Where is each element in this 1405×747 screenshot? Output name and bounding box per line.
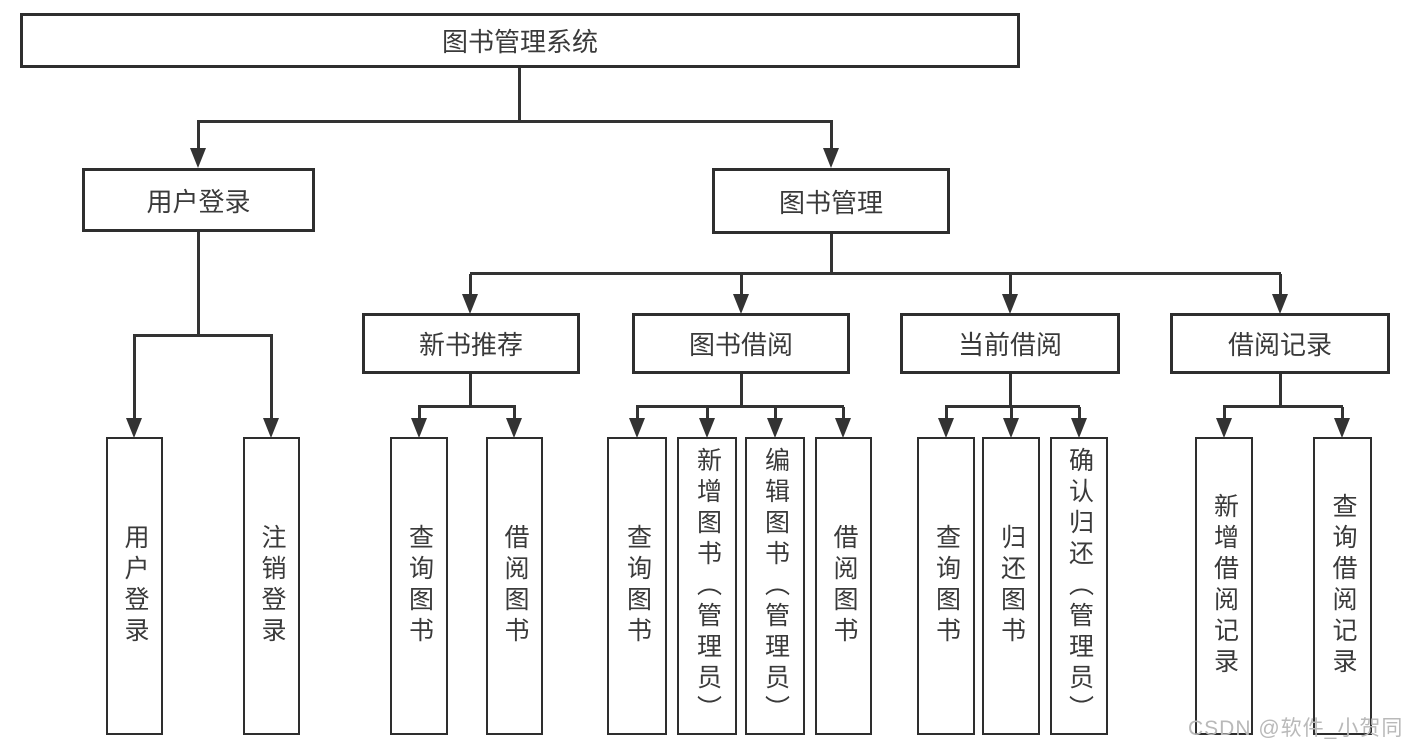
leaf-logout-login-label: 注销登录 xyxy=(258,524,286,648)
connector-root-hbar xyxy=(197,120,833,123)
arrowhead-cb-query xyxy=(938,418,954,438)
arrowhead-new-book xyxy=(462,294,478,314)
arrowhead-nb-query xyxy=(411,418,427,438)
arrowhead-bb-query xyxy=(629,418,645,438)
connector-drop-leaf-user-login xyxy=(133,336,136,418)
leaf-borrow-books-borrowing: 借阅图书 xyxy=(815,437,872,735)
leaf-add-borrow-record-label: 新增借阅记录 xyxy=(1210,493,1239,679)
node-root-label: 图书管理系统 xyxy=(441,27,598,57)
arrowhead-bb-borrow xyxy=(835,418,851,438)
node-user-login-label: 用户登录 xyxy=(146,186,251,217)
arrowhead-cb-return xyxy=(1003,418,1019,438)
connector-drop-leaf-logout xyxy=(270,336,273,418)
leaf-return-books-label: 归还图书 xyxy=(997,524,1026,648)
connector-records-hbar xyxy=(1223,405,1343,408)
connector-drop-rec-add xyxy=(1223,407,1226,420)
node-root: 图书管理系统 xyxy=(20,13,1020,68)
node-borrowing-records: 借阅记录 xyxy=(1170,313,1390,374)
connector-drop-new-book xyxy=(469,274,472,296)
leaf-borrow-books-recommend-label: 借阅图书 xyxy=(501,524,529,648)
connector-newbook-stem xyxy=(469,374,472,407)
connector-drop-current-borrow xyxy=(1009,274,1012,296)
node-borrowing-records-label: 借阅记录 xyxy=(1227,330,1332,360)
arrowhead-book-borrow xyxy=(733,294,749,314)
arrowhead-rec-query xyxy=(1334,418,1350,438)
leaf-query-borrow-record-label: 查询借阅记录 xyxy=(1329,493,1357,679)
leaf-edit-books-admin: 编辑图书（管理员） xyxy=(745,437,805,735)
leaf-add-borrow-record: 新增借阅记录 xyxy=(1195,437,1253,735)
leaf-confirm-return-admin-label: 确认归还（管理员） xyxy=(1065,446,1094,726)
arrowhead-leaf-logout xyxy=(263,418,279,438)
arrowhead-book-management xyxy=(823,148,839,168)
connector-drop-borrow-records xyxy=(1279,274,1282,296)
connector-drop-user-login xyxy=(197,122,200,150)
connector-bookborrow-hbar xyxy=(636,405,844,408)
connector-drop-book-management xyxy=(830,122,833,150)
arrowhead-user-login xyxy=(190,148,206,168)
node-user-login: 用户登录 xyxy=(82,168,315,232)
leaf-query-borrow-record: 查询借阅记录 xyxy=(1313,437,1372,735)
leaf-return-books: 归还图书 xyxy=(982,437,1040,735)
leaf-query-books-recommend-label: 查询图书 xyxy=(405,524,434,648)
arrowhead-bb-edit xyxy=(767,418,783,438)
leaf-add-books-admin: 新增图书（管理员） xyxy=(677,437,737,735)
connector-drop-bb-edit xyxy=(774,407,777,420)
arrowhead-leaf-user-login xyxy=(126,418,142,438)
node-book-management-label: 图书管理 xyxy=(778,187,883,218)
connector-bookmgmt-stem xyxy=(830,234,833,274)
node-book-borrowing: 图书借阅 xyxy=(632,313,850,374)
connector-drop-cb-query xyxy=(945,407,948,420)
connector-root-stem xyxy=(518,68,521,122)
connector-drop-cb-return xyxy=(1010,407,1013,420)
connector-userlogin-stem xyxy=(197,232,200,336)
node-new-book-recommend: 新书推荐 xyxy=(362,313,580,374)
arrowhead-nb-borrow xyxy=(506,418,522,438)
leaf-query-books-current: 查询图书 xyxy=(917,437,975,735)
connector-currentborrow-hbar xyxy=(945,405,1080,408)
leaf-query-books-borrowing-label: 查询图书 xyxy=(623,524,652,648)
connector-drop-bb-borrow xyxy=(842,407,845,420)
connector-currentborrow-stem xyxy=(1009,374,1012,407)
leaf-user-login-label: 用户登录 xyxy=(121,524,149,648)
arrowhead-rec-add xyxy=(1216,418,1232,438)
arrowhead-bb-add xyxy=(699,418,715,438)
connector-bookborrow-stem xyxy=(740,374,743,407)
leaf-edit-books-admin-label: 编辑图书（管理员） xyxy=(761,446,790,726)
connector-userlogin-hbar xyxy=(133,334,273,337)
leaf-query-books-borrowing: 查询图书 xyxy=(607,437,667,735)
connector-records-stem xyxy=(1279,374,1282,407)
connector-bookmgmt-hbar xyxy=(470,272,1281,275)
connector-newbook-hbar xyxy=(418,405,516,408)
connector-drop-bb-query xyxy=(636,407,639,420)
connector-drop-nb-query xyxy=(418,407,421,420)
leaf-logout-login: 注销登录 xyxy=(243,437,300,735)
node-new-book-recommend-label: 新书推荐 xyxy=(418,330,523,360)
connector-drop-bb-add xyxy=(706,407,709,420)
leaf-user-login: 用户登录 xyxy=(106,437,163,735)
node-current-borrowing-label: 当前借阅 xyxy=(957,330,1062,360)
node-current-borrowing: 当前借阅 xyxy=(900,313,1120,374)
arrowhead-borrow-records xyxy=(1272,294,1288,314)
leaf-borrow-books-recommend: 借阅图书 xyxy=(486,437,543,735)
connector-drop-nb-borrow xyxy=(513,407,516,420)
connector-drop-cb-confirm xyxy=(1078,407,1081,420)
leaf-borrow-books-borrowing-label: 借阅图书 xyxy=(830,524,858,648)
connector-drop-rec-query xyxy=(1341,407,1344,420)
node-book-management: 图书管理 xyxy=(712,168,950,234)
arrowhead-current-borrow xyxy=(1002,294,1018,314)
arrowhead-cb-confirm xyxy=(1071,418,1087,438)
connector-drop-book-borrow xyxy=(740,274,743,296)
node-book-borrowing-label: 图书借阅 xyxy=(688,330,793,360)
leaf-confirm-return-admin: 确认归还（管理员） xyxy=(1050,437,1108,735)
leaf-add-books-admin-label: 新增图书（管理员） xyxy=(693,446,722,726)
leaf-query-books-current-label: 查询图书 xyxy=(932,524,961,648)
csdn-watermark: CSDN @软件_小贺同学 xyxy=(1188,717,1404,740)
leaf-query-books-recommend: 查询图书 xyxy=(390,437,448,735)
